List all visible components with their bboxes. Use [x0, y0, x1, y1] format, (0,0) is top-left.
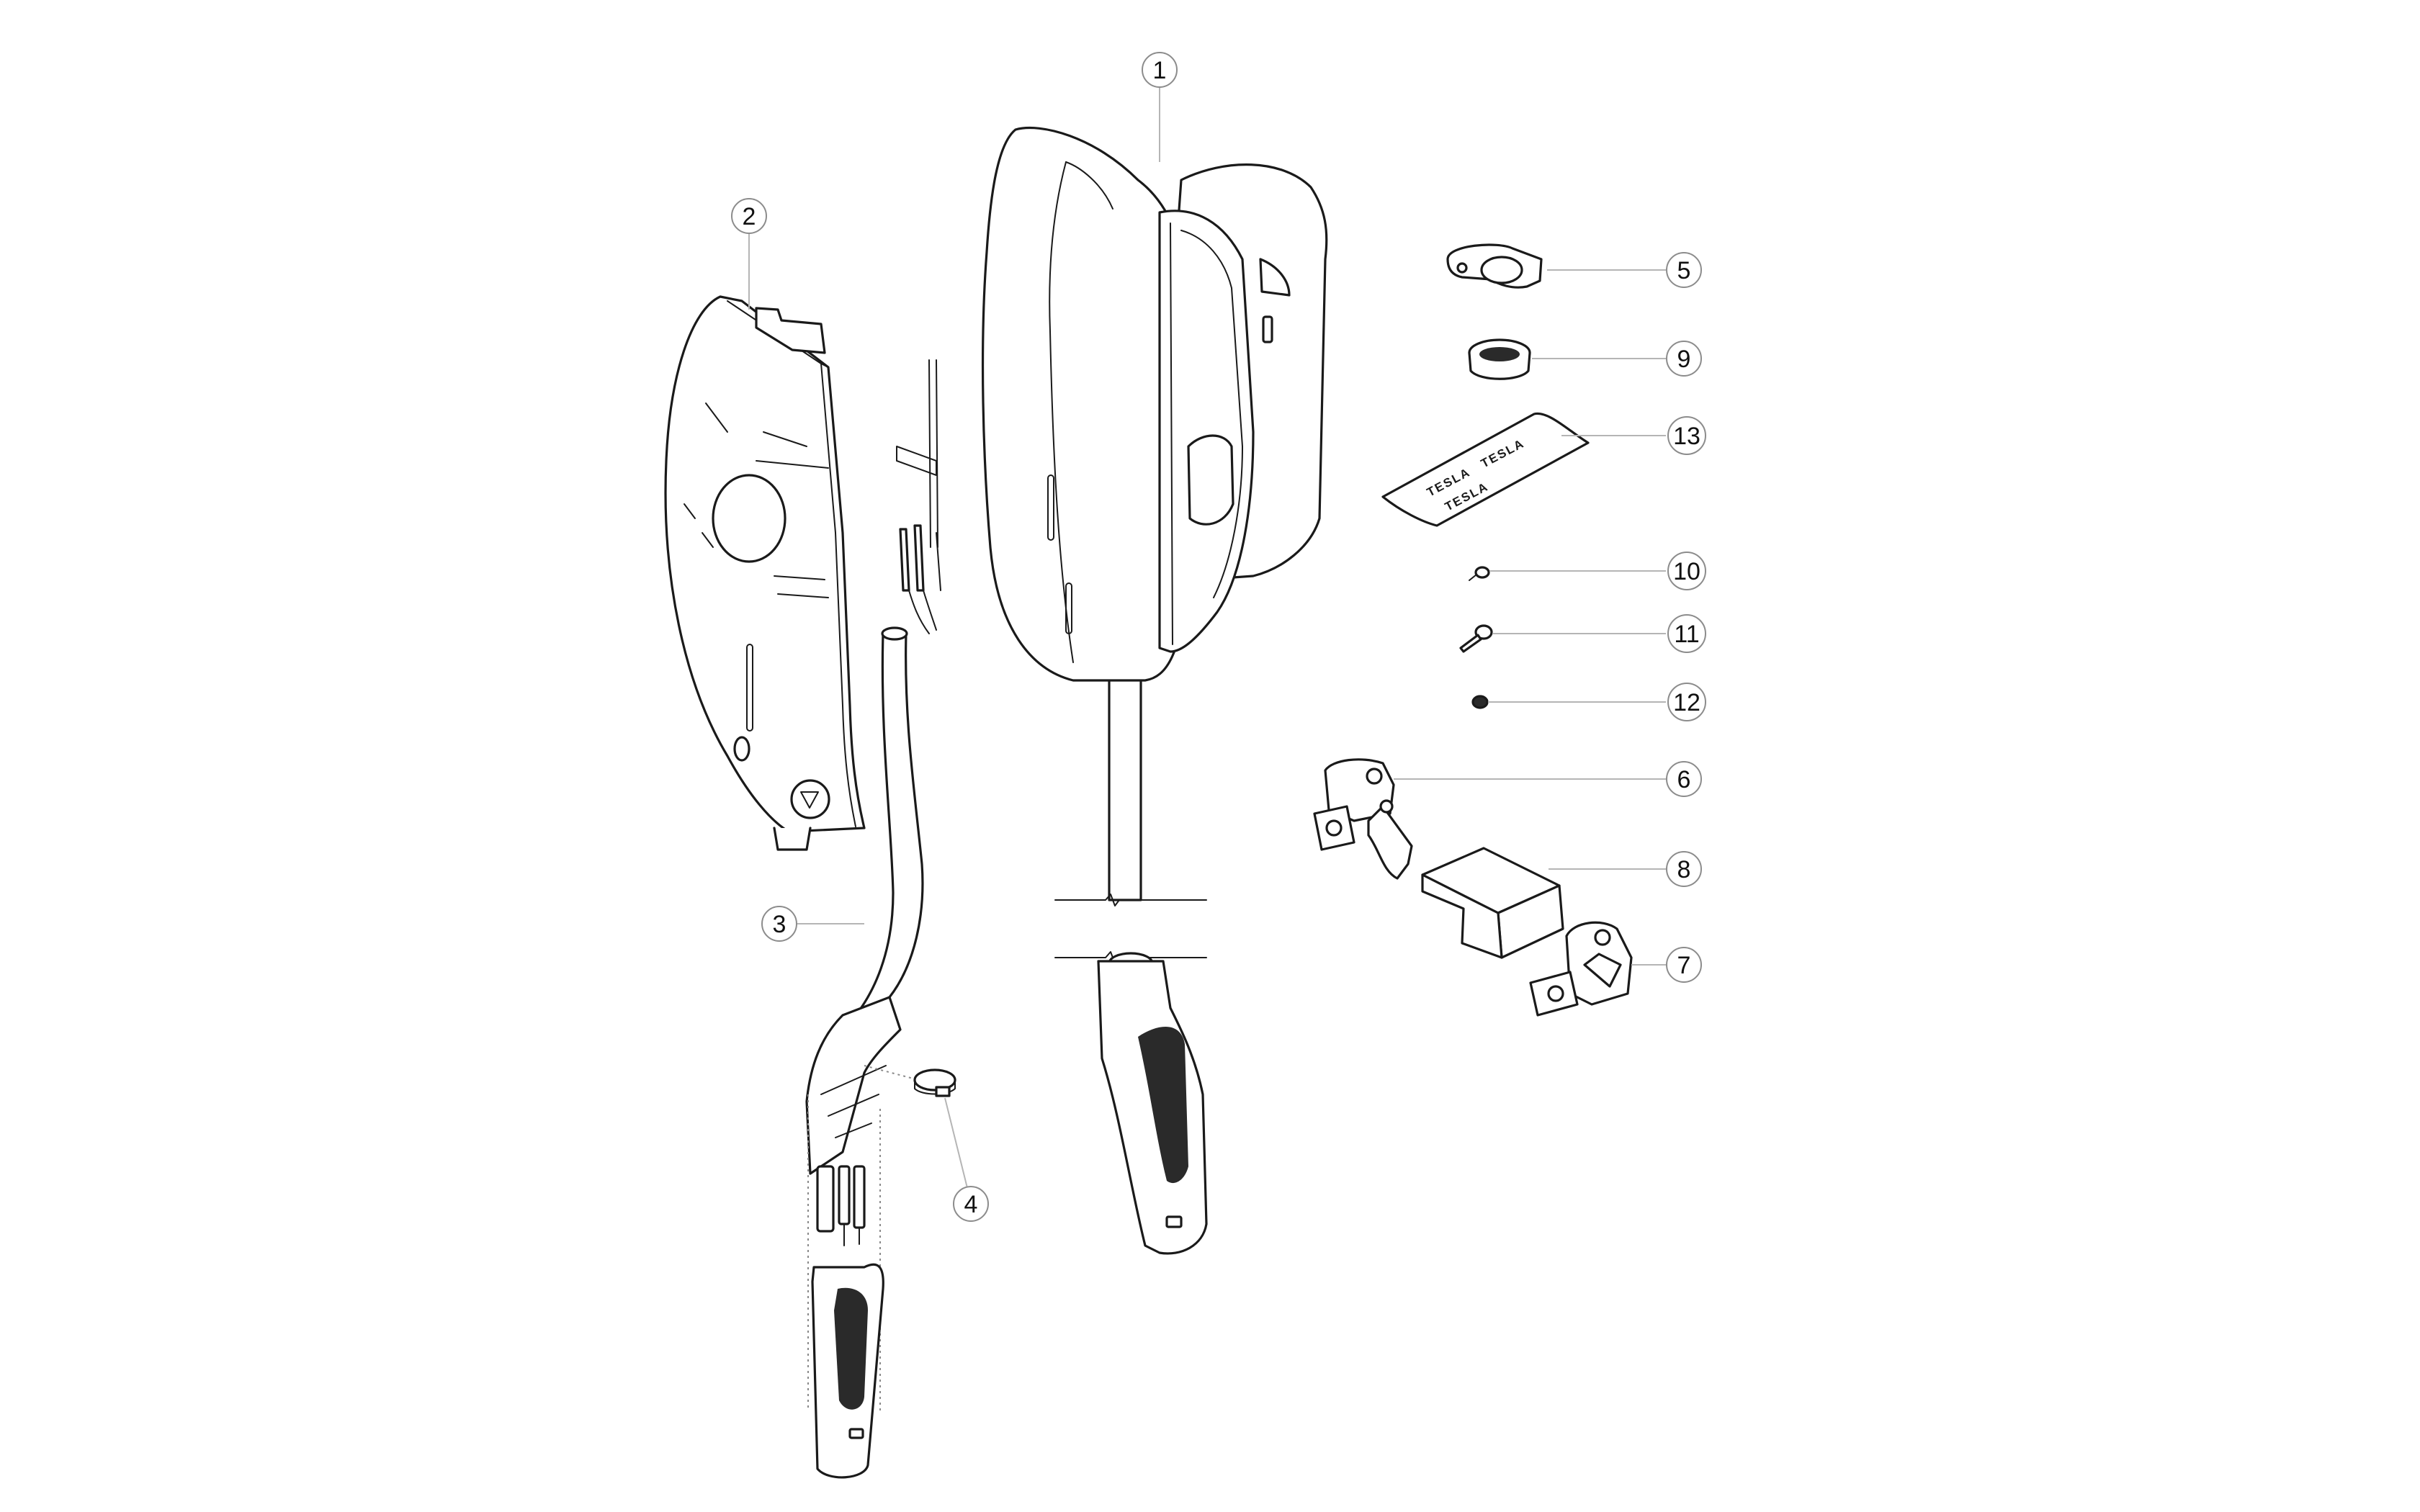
callout-label-3: 3 — [773, 911, 786, 938]
nut-part — [1471, 695, 1489, 709]
callout-label-2: 2 — [743, 203, 756, 230]
callout-label-9: 9 — [1677, 346, 1691, 373]
upper-bracket-part — [1313, 758, 1413, 880]
callout-13: 13 — [1667, 416, 1706, 455]
adhesive-pad-part: TESLA TESLA TESLA — [1381, 412, 1590, 527]
callout-7: 7 — [1666, 947, 1702, 983]
back-plate-part — [664, 295, 866, 851]
hose-clamp-part — [864, 1065, 956, 1097]
cable-clip-part — [1446, 243, 1543, 289]
screw-long-part — [1459, 624, 1493, 653]
callout-label-8: 8 — [1677, 856, 1691, 883]
callout-label-7: 7 — [1677, 952, 1691, 979]
callout-2: 2 — [731, 198, 767, 234]
grommet-part — [1468, 338, 1531, 380]
callout-3: 3 — [761, 906, 797, 942]
bent-plate-part — [1421, 847, 1564, 959]
callout-label-11: 11 — [1674, 621, 1699, 648]
callout-4: 4 — [953, 1186, 989, 1222]
main-unit-part — [981, 127, 1328, 901]
leader-lines — [748, 86, 1666, 1203]
callout-label-6: 6 — [1677, 766, 1691, 793]
cable-assembly-part — [805, 359, 941, 1479]
callout-label-12: 12 — [1673, 689, 1700, 716]
callout-10: 10 — [1667, 552, 1706, 590]
callout-label-1: 1 — [1153, 57, 1167, 84]
callout-6: 6 — [1666, 761, 1702, 797]
callout-12: 12 — [1667, 683, 1706, 721]
screw-small-part — [1469, 566, 1490, 581]
callout-5: 5 — [1666, 252, 1702, 288]
callout-label-4: 4 — [964, 1191, 978, 1218]
callout-1: 1 — [1142, 52, 1178, 88]
connector-handle-part — [1097, 952, 1208, 1255]
callout-label-5: 5 — [1677, 257, 1691, 284]
callout-9: 9 — [1666, 341, 1702, 377]
callout-label-10: 10 — [1673, 558, 1700, 585]
callout-11: 11 — [1667, 614, 1706, 653]
callout-8: 8 — [1666, 851, 1702, 887]
lower-bracket-part — [1529, 921, 1633, 1017]
callout-label-13: 13 — [1673, 423, 1700, 450]
